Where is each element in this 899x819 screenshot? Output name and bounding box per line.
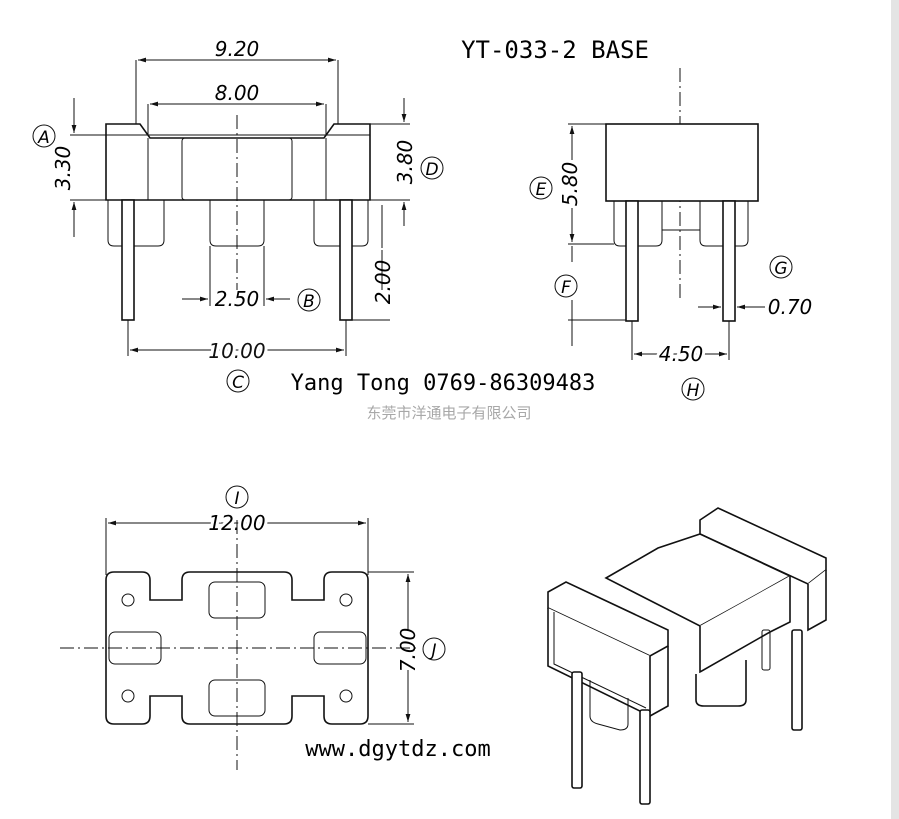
label-a: A bbox=[37, 128, 50, 148]
company-contact: Yang Tong 0769-86309483 bbox=[291, 371, 596, 396]
website: www.dgytdz.com bbox=[305, 737, 490, 762]
label-i: I bbox=[234, 489, 239, 509]
label-g: G bbox=[774, 259, 787, 279]
plan-view: I 12.00 7.00 J bbox=[60, 485, 446, 770]
label-j: J bbox=[428, 641, 436, 661]
dim-pin-pitch: 2.50 bbox=[215, 287, 260, 311]
label-c: C bbox=[232, 373, 244, 393]
dim-body-height: 3.80 bbox=[393, 140, 417, 185]
company-name-cn: 东莞市洋通电子有限公司 bbox=[366, 404, 531, 422]
drawing-title: YT-033-2 BASE bbox=[461, 36, 649, 64]
dim-flange-height: 3.30 bbox=[51, 146, 75, 191]
label-e-circle bbox=[529, 176, 553, 200]
label-e: E bbox=[536, 180, 547, 200]
label-c-circle bbox=[226, 369, 250, 393]
label-h-circle bbox=[681, 377, 705, 401]
dim-side-height: 5.80 bbox=[558, 162, 582, 207]
dim-plan-depth: 7.00 bbox=[396, 628, 420, 673]
label-g-circle bbox=[769, 255, 793, 279]
isometric-view bbox=[547, 507, 827, 805]
dim-overall-width: 9.20 bbox=[215, 37, 260, 61]
dim-inner-width: 8.00 bbox=[215, 81, 260, 105]
dim-side-pin-span: 4.50 bbox=[659, 342, 704, 366]
label-d-circle bbox=[420, 156, 444, 180]
right-edge-bar bbox=[891, 0, 899, 819]
front-view: 9.20 8.00 3.30 A 3.80 D bbox=[32, 37, 444, 393]
dim-pin-diameter: 0.70 bbox=[768, 295, 813, 319]
label-f: F bbox=[561, 278, 571, 298]
label-j-circle bbox=[422, 637, 446, 661]
side-view: 5.80 E F 0.70 G 4.50 H bbox=[529, 68, 813, 401]
label-b: B bbox=[303, 292, 315, 312]
dim-pin-span: 10.00 bbox=[208, 339, 265, 363]
label-i-circle bbox=[225, 485, 249, 509]
label-d: D bbox=[425, 160, 438, 180]
label-h: H bbox=[687, 381, 700, 401]
label-f-circle bbox=[554, 274, 578, 298]
label-b-circle bbox=[297, 288, 321, 312]
label-a-circle bbox=[32, 124, 56, 148]
dim-pin-exposed: 2.00 bbox=[371, 260, 395, 305]
